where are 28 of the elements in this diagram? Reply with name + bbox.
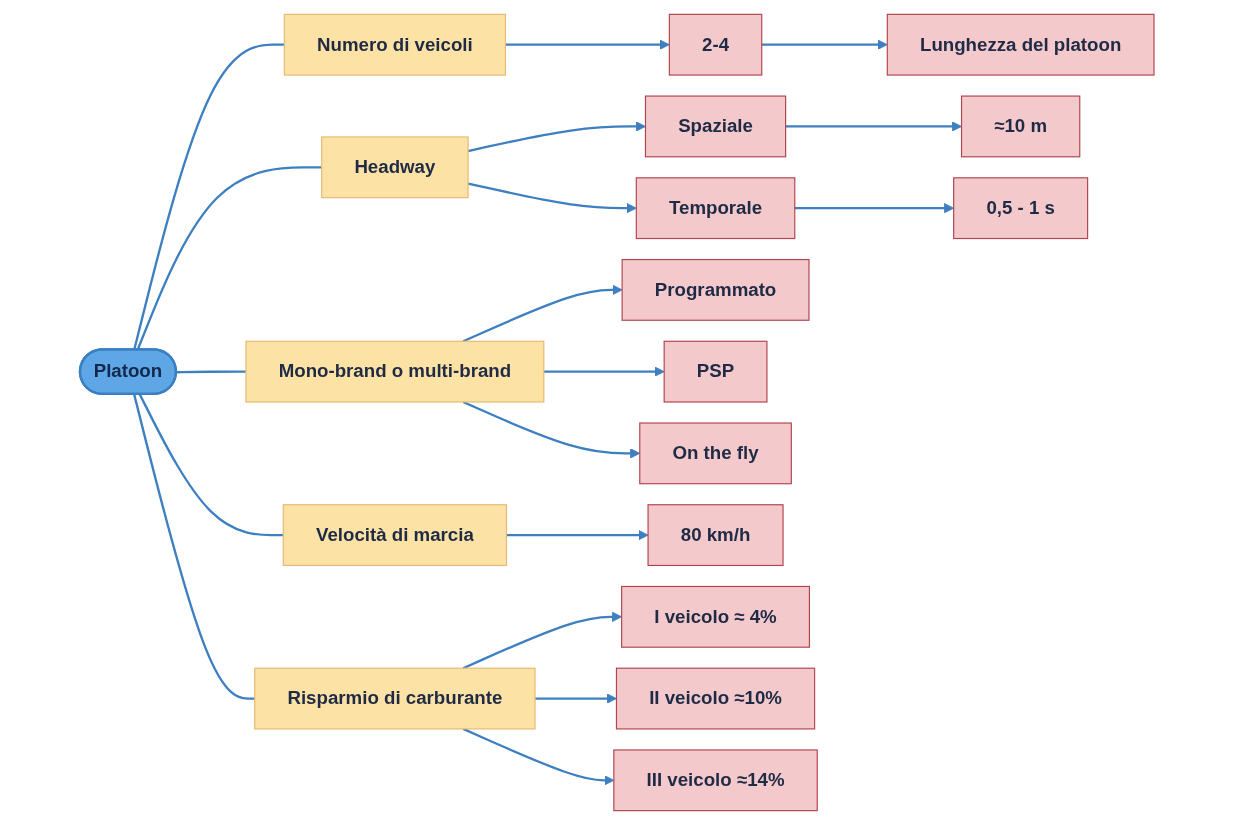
node-box: Velocità di marcia: [282, 504, 508, 567]
node-box: 0,5 - 1 s: [953, 177, 1089, 240]
node-box: I veicolo ≈ 4%: [621, 585, 811, 648]
arrow: [785, 121, 962, 132]
node-box: Lunghezza del platoon: [886, 13, 1155, 76]
node-box: 2-4: [668, 13, 763, 76]
node-box: Risparmio di carburante: [254, 667, 536, 730]
node-box: ≈10 m: [960, 95, 1081, 158]
node-box: Programmato: [621, 258, 810, 321]
arrow: [543, 366, 665, 377]
arrow: [462, 284, 623, 343]
node-box: Mono-brand o multi-brand: [245, 340, 545, 403]
node-box: Numero di veicoli: [283, 13, 507, 76]
node-box: PSP: [663, 340, 768, 403]
node-box: Spaziale: [644, 95, 787, 158]
node-box: III veicolo ≈14%: [613, 749, 818, 812]
arrow: [535, 693, 617, 704]
node-box: Headway: [321, 136, 469, 199]
arrow: [505, 39, 670, 50]
node-box: 80 km/h: [647, 504, 784, 567]
node-box: On the fly: [639, 422, 792, 485]
connector: [176, 370, 246, 374]
arrow: [761, 39, 888, 50]
connector: [138, 393, 284, 537]
arrow: [506, 529, 649, 541]
node-box: Temporale: [635, 177, 796, 240]
node-box: II veicolo ≈10%: [615, 667, 816, 730]
connector: [133, 394, 255, 700]
